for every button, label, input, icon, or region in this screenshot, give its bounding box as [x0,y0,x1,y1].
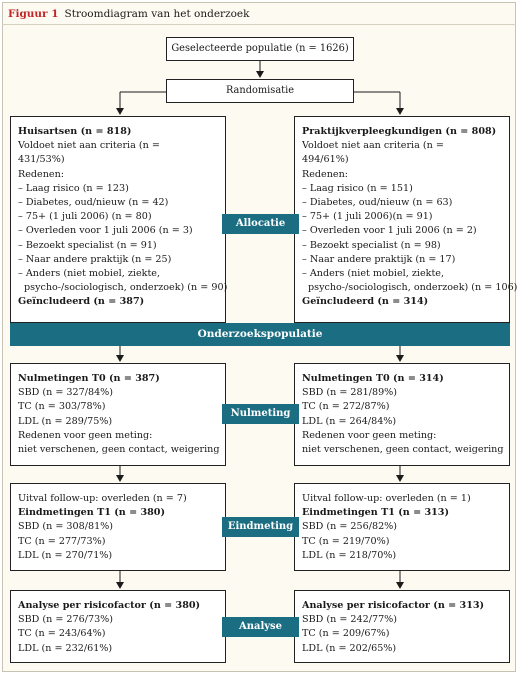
right-baseline-line: LDL (n = 264/84%) [302,415,397,427]
caption-divider [2,24,516,25]
right-endline-box: Uitval follow-up: overleden (n = 1) Eind… [294,483,510,571]
left-baseline-line: LDL (n = 289/75%) [18,415,113,427]
right-baseline-title: Nulmetingen T0 (n = 314) [302,373,444,384]
left-allocation-line: – Bezoekt specialist (n = 91) [18,239,157,251]
right-included: Geïncludeerd (n = 314) [302,296,429,308]
right-allocation-line: – Diabetes, oud/nieuw (n = 63) [302,197,453,209]
right-allocation-box: Praktijkverpleegkundigen (n = 808) Voldo… [294,116,518,323]
figure-title: Stroomdiagram van het onderzoek [64,8,250,20]
stage-label-analysis: Analyse [222,617,299,637]
left-dropout: Uitval follow-up: overleden (n = 7) [18,493,187,504]
right-allocation-line: psycho-/sociologisch, onderzoek) (n = 10… [308,282,518,294]
left-endline-title: Eindmetingen T1 (n = 380) [18,507,166,519]
right-analysis-line: SBD (n = 242/77%) [302,614,398,626]
right-allocation-line: 494/61%) [302,154,349,166]
left-endline-line: SBD (n = 308/81%) [18,521,114,533]
left-group-title: Huisartsen (n = 818) [18,126,132,137]
left-allocation-line: – Overleden voor 1 juli 2006 (n = 3) [18,225,193,237]
left-baseline-line: Redenen voor geen meting: [18,429,153,441]
stage-label-baseline: Nulmeting [222,404,299,424]
left-analysis-box: Analyse per risicofactor (n = 380) SBD (… [10,590,226,663]
right-baseline-line: TC (n = 272/87%) [302,401,390,413]
left-allocation-line: – 75+ (1 juli 2006) (n = 80) [18,211,152,223]
right-endline-line: SBD (n = 256/82%) [302,521,398,533]
figure-number: Figuur 1 [8,8,59,20]
right-allocation-line: – Overleden voor 1 juli 2006 (n = 2) [302,225,477,237]
left-baseline-line: niet verschenen, geen contact, weigering [18,444,220,456]
left-endline-line: LDL (n = 270/71%) [18,549,113,561]
right-allocation-line: Redenen: [302,168,348,180]
right-analysis-line: LDL (n = 202/65%) [302,642,397,654]
right-baseline-line: niet verschenen, geen contact, weigering [302,444,504,456]
right-analysis-box: Analyse per risicofactor (n = 313) SBD (… [294,590,510,663]
right-allocation-line: – Naar andere praktijk (n = 17) [302,253,456,265]
right-baseline-line: Redenen voor geen meting: [302,429,437,441]
left-analysis-line: LDL (n = 232/61%) [18,642,113,654]
right-endline-line: LDL (n = 218/70%) [302,549,397,561]
right-endline-title: Eindmetingen T1 (n = 313) [302,507,450,519]
right-endline-line: TC (n = 219/70%) [302,535,390,547]
right-allocation-line: – 75+ (1 juli 2006)(n = 91) [302,211,433,223]
left-allocation-box: Huisartsen (n = 818) Voldoet niet aan cr… [10,116,228,323]
left-included: Geïncludeerd (n = 387) [18,296,145,308]
left-allocation-line: – Anders (niet mobiel, ziekte, [18,268,161,280]
left-endline-line: TC (n = 277/73%) [18,535,106,547]
right-dropout: Uitval follow-up: overleden (n = 1) [302,493,471,504]
left-analysis-title: Analyse per risicofactor (n = 380) [18,600,201,611]
left-analysis-line: TC (n = 243/64%) [18,628,106,640]
right-analysis-line: TC (n = 209/67%) [302,628,390,640]
left-allocation-line: – Laag risico (n = 123) [18,182,129,194]
left-baseline-title: Nulmetingen T0 (n = 387) [18,373,160,384]
stage-label-endline: Eindmeting [222,517,299,537]
left-analysis-line: SBD (n = 276/73%) [18,614,114,626]
randomisation-box: Randomisatie [166,79,354,103]
right-allocation-line: – Anders (niet mobiel, ziekte, [302,268,445,280]
left-allocation-line: – Naar andere praktijk (n = 25) [18,253,172,265]
stage-label-allocation: Allocatie [222,214,299,234]
right-baseline-box: Nulmetingen T0 (n = 314) SBD (n = 281/89… [294,363,510,466]
population-box: Geselecteerde populatie (n = 1626) [166,37,354,61]
left-endline-box: Uitval follow-up: overleden (n = 7) Eind… [10,483,226,571]
left-allocation-line: 431/53%) [18,154,65,166]
right-analysis-title: Analyse per risicofactor (n = 313) [302,600,485,611]
right-baseline-line: SBD (n = 281/89%) [302,387,398,399]
left-allocation-line: Redenen: [18,168,64,180]
figure-caption: Figuur 1 Stroomdiagram van het onderzoek [8,8,250,20]
left-allocation-line: Voldoet niet aan criteria (n = [18,140,160,152]
left-baseline-line: TC (n = 303/78%) [18,401,106,413]
left-baseline-line: SBD (n = 327/84%) [18,387,114,399]
left-allocation-line: psycho-/sociologisch, onderzoek) (n = 90… [24,282,228,294]
study-population-band: Onderzoekspopulatie [10,323,510,346]
right-allocation-line: – Bezoekt specialist (n = 98) [302,239,441,251]
left-baseline-box: Nulmetingen T0 (n = 387) SBD (n = 327/84… [10,363,226,466]
right-allocation-line: Voldoet niet aan criteria (n = [302,140,444,152]
right-allocation-line: – Laag risico (n = 151) [302,182,413,194]
right-group-title: Praktijkverpleegkundigen (n = 808) [302,126,497,137]
left-allocation-line: – Diabetes, oud/nieuw (n = 42) [18,197,169,209]
